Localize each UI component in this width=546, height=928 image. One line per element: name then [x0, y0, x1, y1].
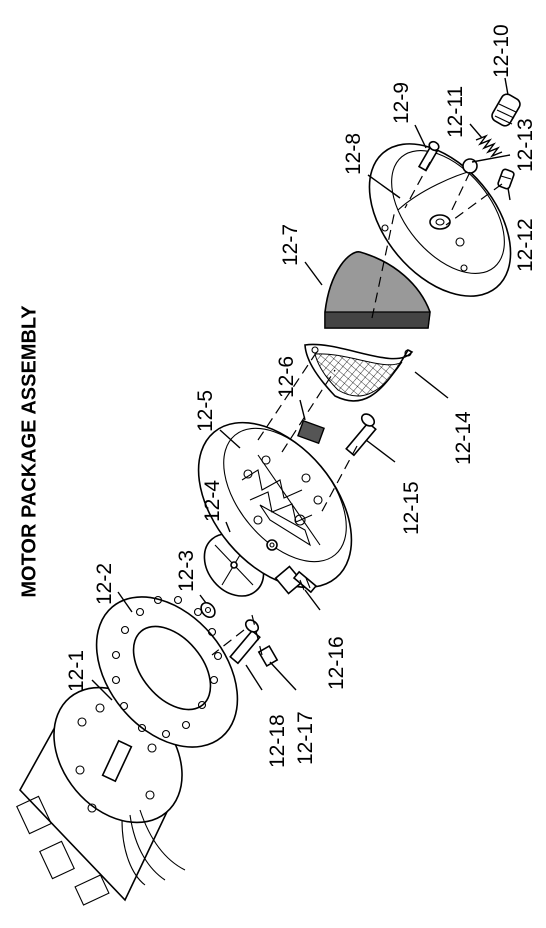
- screw-2: [345, 413, 377, 457]
- callout-12-16: 12-16: [325, 636, 348, 690]
- callout-12-18: 12-18: [266, 714, 289, 768]
- callout-12-3: 12-3: [175, 550, 198, 592]
- screen: [304, 343, 414, 402]
- small-screw: [417, 140, 440, 172]
- callout-12-6: 12-6: [275, 356, 298, 398]
- callout-12-13: 12-13: [514, 118, 537, 172]
- leader-lines: [91, 77, 511, 701]
- callout-12-15: 12-15: [400, 481, 423, 535]
- fitting: [274, 565, 318, 595]
- callout-12-4: 12-4: [201, 480, 224, 522]
- callout-12-14: 12-14: [452, 411, 475, 465]
- wedge: [324, 251, 431, 329]
- block: [297, 419, 325, 445]
- callout-12-10: 12-10: [490, 24, 513, 78]
- cover: [368, 143, 512, 297]
- callout-12-7: 12-7: [279, 224, 302, 266]
- nut: [200, 601, 216, 619]
- screw: [229, 619, 261, 665]
- spring: [475, 134, 503, 158]
- callout-12-5: 12-5: [194, 390, 217, 432]
- callout-12-1: 12-1: [65, 650, 88, 692]
- callout-12-8: 12-8: [342, 133, 365, 175]
- callout-labels: 12-1 12-2 12-3 12-4 12-5 12-6 12-7 12-8 …: [65, 24, 537, 768]
- ring-plate: [95, 595, 239, 748]
- callout-12-11: 12-11: [444, 86, 467, 138]
- assembly-lines: [211, 161, 503, 656]
- callout-12-12: 12-12: [514, 218, 537, 272]
- clip: [257, 644, 279, 668]
- housing: [197, 421, 353, 589]
- plug: [497, 168, 515, 190]
- callout-12-17: 12-17: [294, 711, 317, 765]
- callout-12-2: 12-2: [93, 563, 116, 605]
- cap: [491, 93, 521, 127]
- callout-12-9: 12-9: [390, 82, 413, 124]
